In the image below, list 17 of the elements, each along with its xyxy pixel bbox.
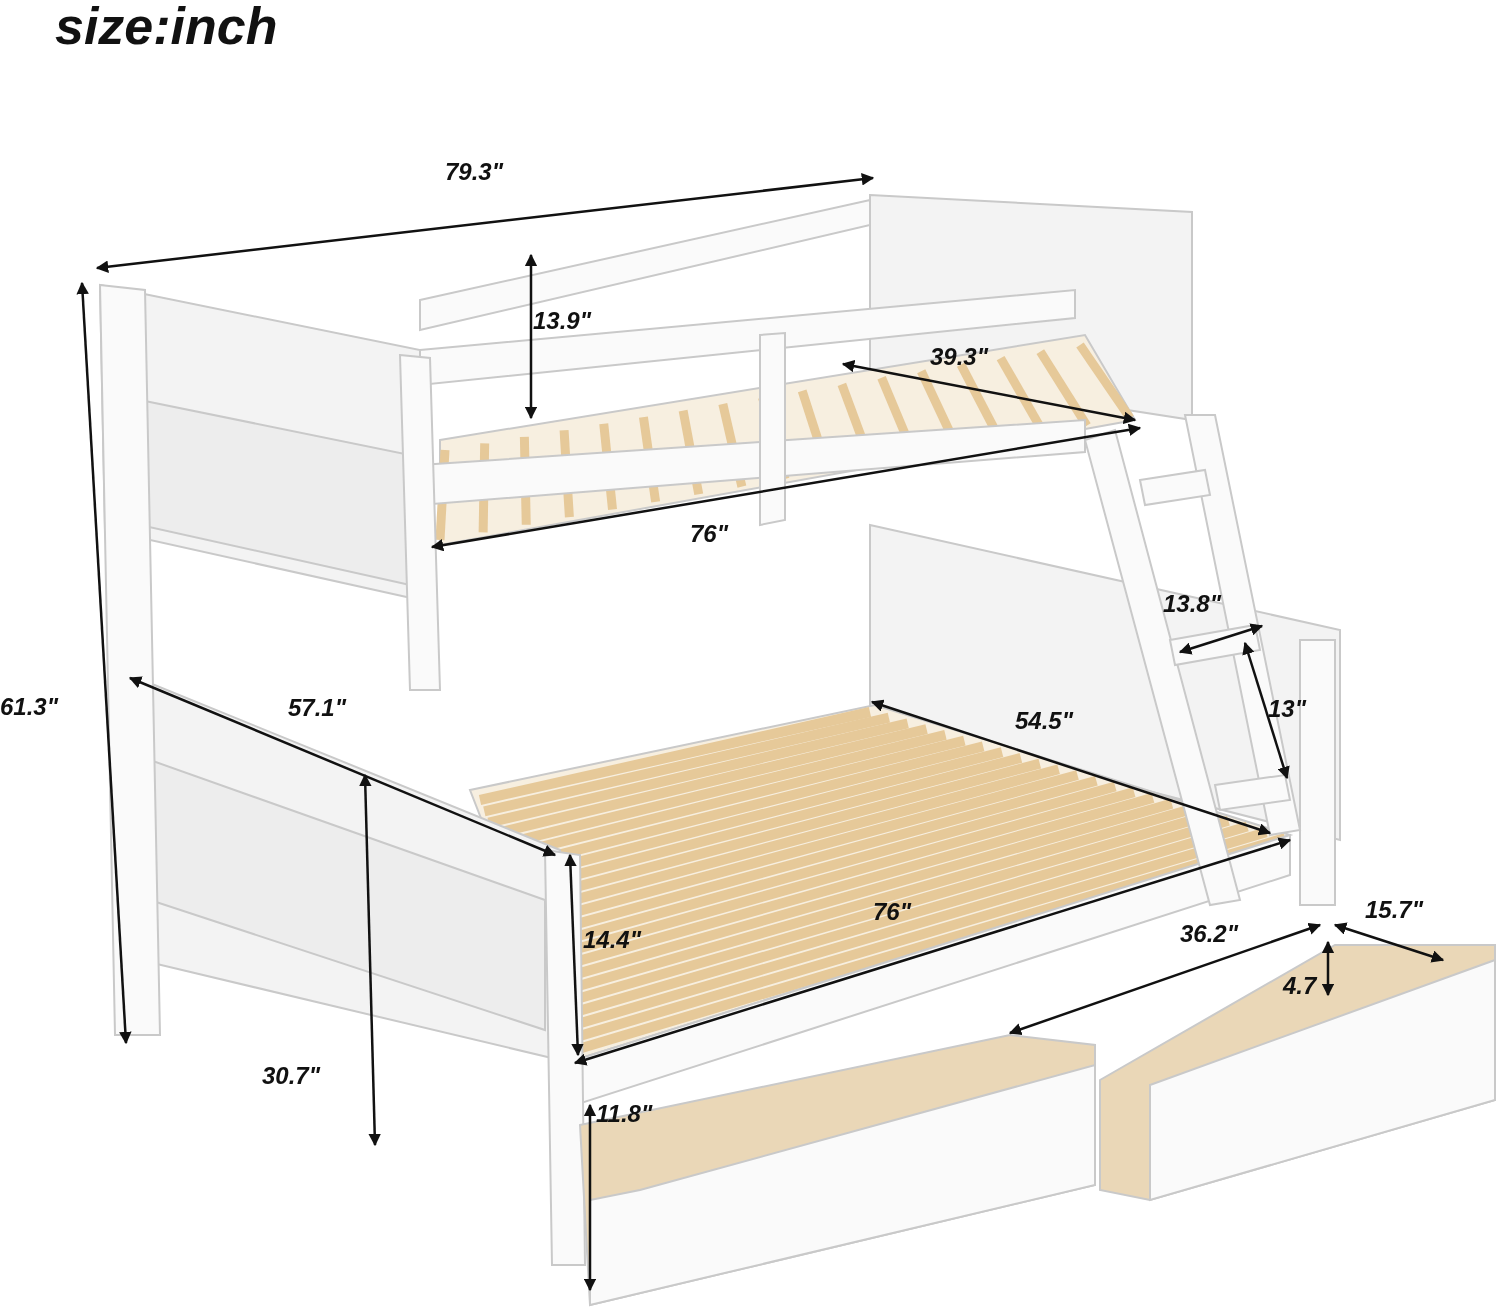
dimension-label: 76" — [873, 898, 912, 926]
dimension-label: 11.8" — [596, 1100, 653, 1128]
dimension-label: 14.4" — [583, 926, 642, 954]
dimension-label: 30.7" — [262, 1062, 321, 1090]
dimension-label: 13.8" — [1163, 590, 1222, 618]
dimension-label: 4.7 — [1283, 972, 1317, 1000]
dimension-label: 57.1" — [288, 694, 347, 722]
dimension-label: 54.5" — [1015, 707, 1074, 735]
dimension-label: 39.3" — [930, 343, 989, 371]
page-title: size:inch — [55, 0, 278, 56]
dimension-label: 76" — [690, 520, 729, 548]
dimension-label: 61.3" — [0, 693, 59, 721]
dimension-label: 13.9" — [533, 307, 592, 335]
dimension-label: 79.3" — [445, 158, 504, 186]
dimension-label: 36.2" — [1180, 920, 1239, 948]
dimension-label: 15.7" — [1365, 896, 1424, 924]
dimension-label: 13" — [1268, 695, 1307, 723]
